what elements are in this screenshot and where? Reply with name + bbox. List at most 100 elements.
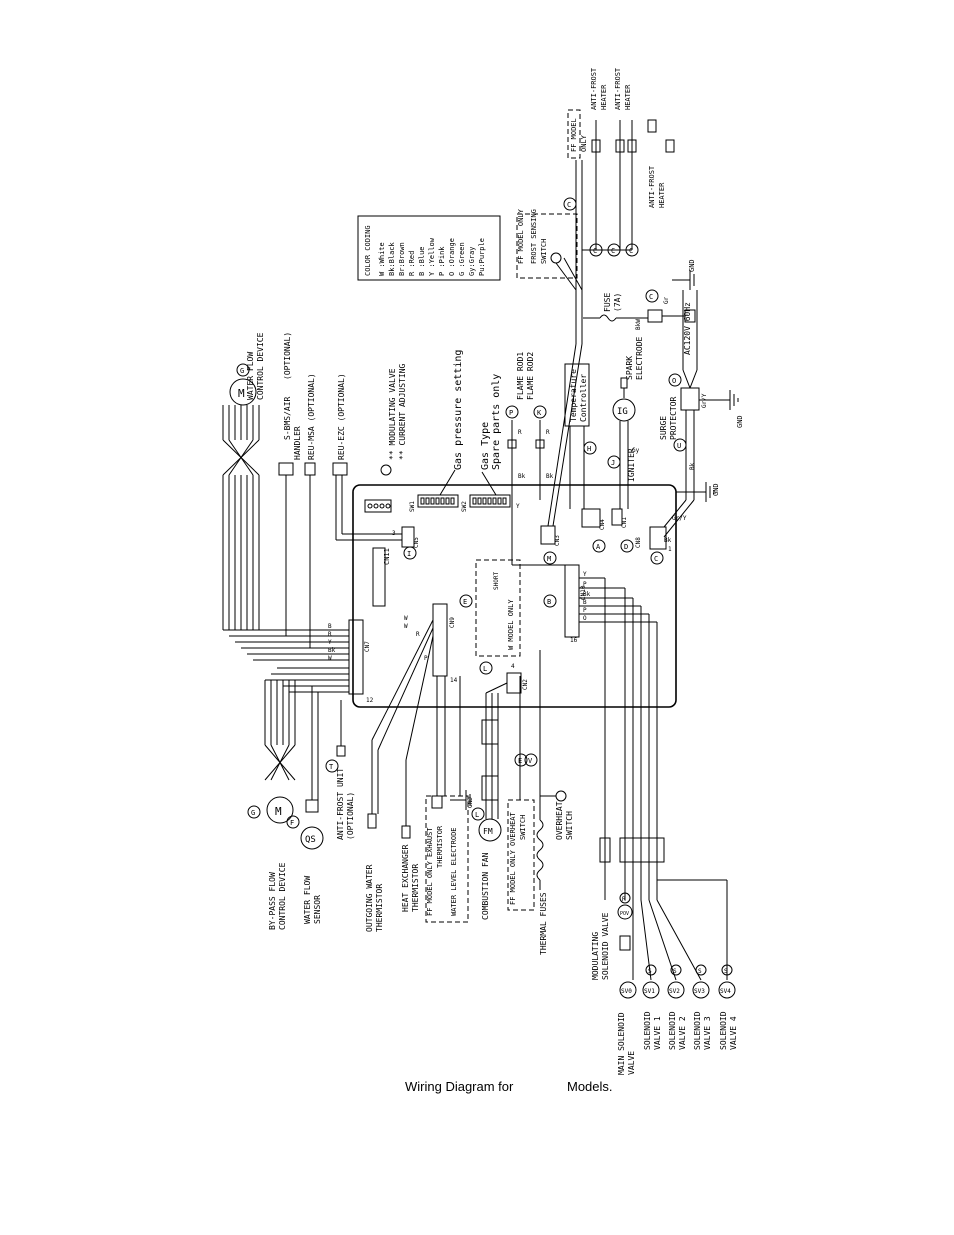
bypass-harness	[264, 667, 349, 781]
marker-h: H	[583, 441, 597, 455]
cn3-label: CN3	[554, 535, 561, 546]
solenoid-2-label-1: SOLENOID	[668, 1011, 677, 1050]
anti-frost-unit-connector	[336, 745, 346, 757]
thermal-fuses-label: THERMAL FUSES	[539, 892, 548, 955]
svg-text:P: P	[509, 409, 513, 417]
anti-frost-heater-label-2a: ANTI-FROST	[614, 67, 622, 110]
ff-model-only-short-2: ONLY	[580, 134, 588, 152]
temperature-controller-label-2: Controller	[579, 374, 588, 422]
solenoid-2-label-2: VALVE 2	[678, 1016, 687, 1050]
reu-ezc-label: REU-EZC (OPTIONAL)	[337, 373, 346, 460]
w-model-only-label: W MODEL ONLY	[507, 599, 515, 650]
cn7-label: CN7	[364, 641, 371, 652]
spare-parts-only-label: Spare parts only	[491, 374, 502, 470]
svg-text:B: B	[328, 623, 332, 630]
cn9-pin-14: 14	[450, 677, 458, 684]
cn2-connector	[506, 672, 522, 694]
sw2-label: SW2	[461, 501, 468, 512]
surge-wire-cn8-1	[663, 499, 687, 528]
marker-l-fan: L	[471, 807, 485, 821]
fuse-label-2: (7A)	[613, 293, 622, 312]
fuse-symbol	[599, 314, 617, 322]
frost-to-cn3-2	[552, 343, 583, 527]
surge-protector-label-2: PROTECTOR	[669, 396, 678, 440]
anti-frost-unit-label-2: (OPTIONAL)	[346, 792, 355, 840]
svg-text:Pu:Purple: Pu:Purple	[478, 238, 486, 276]
svg-text:G: G	[240, 367, 244, 375]
surge-protector-box	[680, 387, 700, 411]
svg-text:C: C	[567, 201, 571, 209]
sw2-dip-switch	[469, 494, 511, 508]
power-join-1	[682, 369, 691, 389]
ff-model-overheat-label: FF MODEL ONLY OVERHEAT	[509, 811, 517, 905]
power-join-2	[689, 369, 698, 389]
cn4-connector	[581, 508, 601, 528]
gnd-label-plug: GND	[688, 259, 696, 272]
ff-model-overheat-switch-label: SWITCH	[519, 815, 527, 840]
ac120-label: AC120V 60Hz	[683, 302, 692, 355]
main-solenoid-label-2: VALVE	[627, 1051, 636, 1075]
svg-text:G: G	[251, 809, 255, 817]
current-adjust-pot	[380, 464, 392, 476]
water-flow-sensor-label-2: SENSOR	[313, 895, 322, 924]
cn11-label: CN11	[383, 548, 391, 565]
board-test-connector-pins	[367, 503, 391, 509]
combustion-fan	[478, 818, 502, 842]
anti-frost-heater-coils	[591, 119, 675, 153]
svg-text:M: M	[547, 555, 551, 563]
cn9-connector	[432, 603, 448, 677]
cn8-label: CN8	[635, 537, 642, 548]
handler-label: HANDLER	[293, 426, 302, 460]
w-model-only-region	[475, 559, 521, 657]
surge-protector-label-1: SURGE	[659, 416, 668, 440]
cn5-label: CN5	[413, 537, 420, 548]
cn10-solenoid-harness	[579, 577, 658, 900]
svg-text:S: S	[724, 968, 728, 975]
anti-frost-heater-label-3b: HEATER	[658, 182, 666, 208]
exhaust-thermistor-label: THERMISTOR	[436, 825, 444, 868]
solenoid-1-label-2: VALVE 1	[653, 1016, 662, 1050]
bypass-flow-motor	[266, 796, 294, 824]
outgoing-water-label-1: OUTGOING WATER	[365, 864, 374, 932]
svg-text:B: B	[547, 598, 551, 606]
svg-text:D: D	[624, 543, 628, 551]
marker-c-heater-2: C	[589, 243, 603, 257]
main-solenoid-label-1: MAIN SOLENOID	[617, 1012, 626, 1075]
svg-text:W: W	[404, 623, 408, 630]
marker-a: A	[592, 539, 606, 553]
ff-model-frost-region	[516, 213, 578, 279]
marker-g-bottom: G	[247, 805, 261, 819]
svg-text:B :Blue: B :Blue	[418, 246, 426, 276]
cn8-pin-1: 1	[668, 546, 672, 553]
cn10-label: CN10	[580, 585, 587, 600]
gas-type-label: Gas Type	[480, 422, 491, 470]
outgoing-water-thermistor	[367, 813, 377, 829]
fuse-label-1: FUSE	[603, 293, 612, 312]
marker-u: U	[673, 438, 687, 452]
svg-text:L: L	[475, 811, 479, 819]
frost-sensing-label-1: FROST SENSING	[530, 209, 538, 264]
svg-text:SV3: SV3	[694, 988, 705, 995]
gnd-label-left: GND	[467, 797, 474, 808]
heat-exchanger-thermistor	[401, 825, 411, 839]
svg-text:I: I	[407, 550, 411, 558]
cn8-bk-tag: Bk	[664, 537, 672, 544]
marker-s-1: S	[645, 964, 657, 976]
ground-symbol-surge	[729, 390, 739, 410]
solenoid-4-label-2: VALVE 4	[729, 1016, 738, 1050]
water-flow-sensor-qs: QS	[305, 835, 316, 845]
cn10-wire-tags: Y P Bk B P O	[583, 571, 591, 622]
svg-text:B: B	[583, 599, 587, 606]
temperature-controller-box	[564, 363, 590, 427]
cn8-gry-tag: Gr/Y	[672, 515, 687, 522]
overheat-switch	[555, 790, 567, 802]
svg-text:F: F	[290, 819, 294, 827]
sv2-valve: SV2	[667, 981, 685, 999]
frost-wire-2	[563, 257, 583, 291]
svg-text:SV4: SV4	[720, 988, 731, 995]
color-coding-box	[357, 215, 501, 281]
marker-l: L	[479, 661, 493, 675]
overheat-switch-label-2: SWITCH	[565, 811, 574, 840]
sv4-valve: SV4	[718, 981, 736, 999]
marker-d: D	[620, 539, 634, 553]
